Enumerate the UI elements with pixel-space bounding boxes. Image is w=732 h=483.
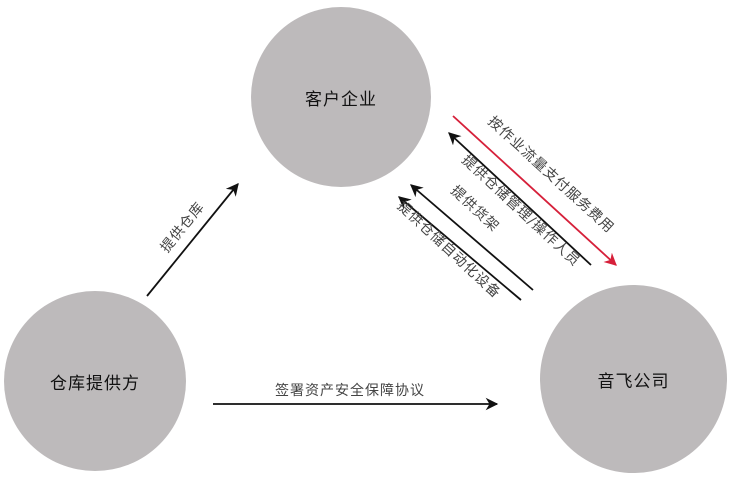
node-customer: 客户企业 <box>251 7 431 187</box>
node-yinfei-label: 音飞公司 <box>597 371 670 392</box>
node-customer-label: 客户企业 <box>305 89 377 110</box>
node-warehouse-provider-label: 仓库提供方 <box>50 373 140 394</box>
label-pay-fee: 按作业流量支付服务费用 <box>484 114 617 237</box>
arrow-provide-automation <box>398 196 522 301</box>
label-sign-agreement: 签署资产安全保障协议 <box>275 382 425 399</box>
arrow-provide-racks <box>410 184 534 291</box>
arrow-pay-fee <box>452 115 617 266</box>
node-yinfei: 音飞公司 <box>540 285 727 473</box>
arrow-provide-staff <box>448 132 592 266</box>
node-warehouse-provider: 仓库提供方 <box>4 291 186 471</box>
label-provide-warehouse: 提供仓库 <box>158 199 208 256</box>
arrow-provide-warehouse <box>146 183 239 297</box>
